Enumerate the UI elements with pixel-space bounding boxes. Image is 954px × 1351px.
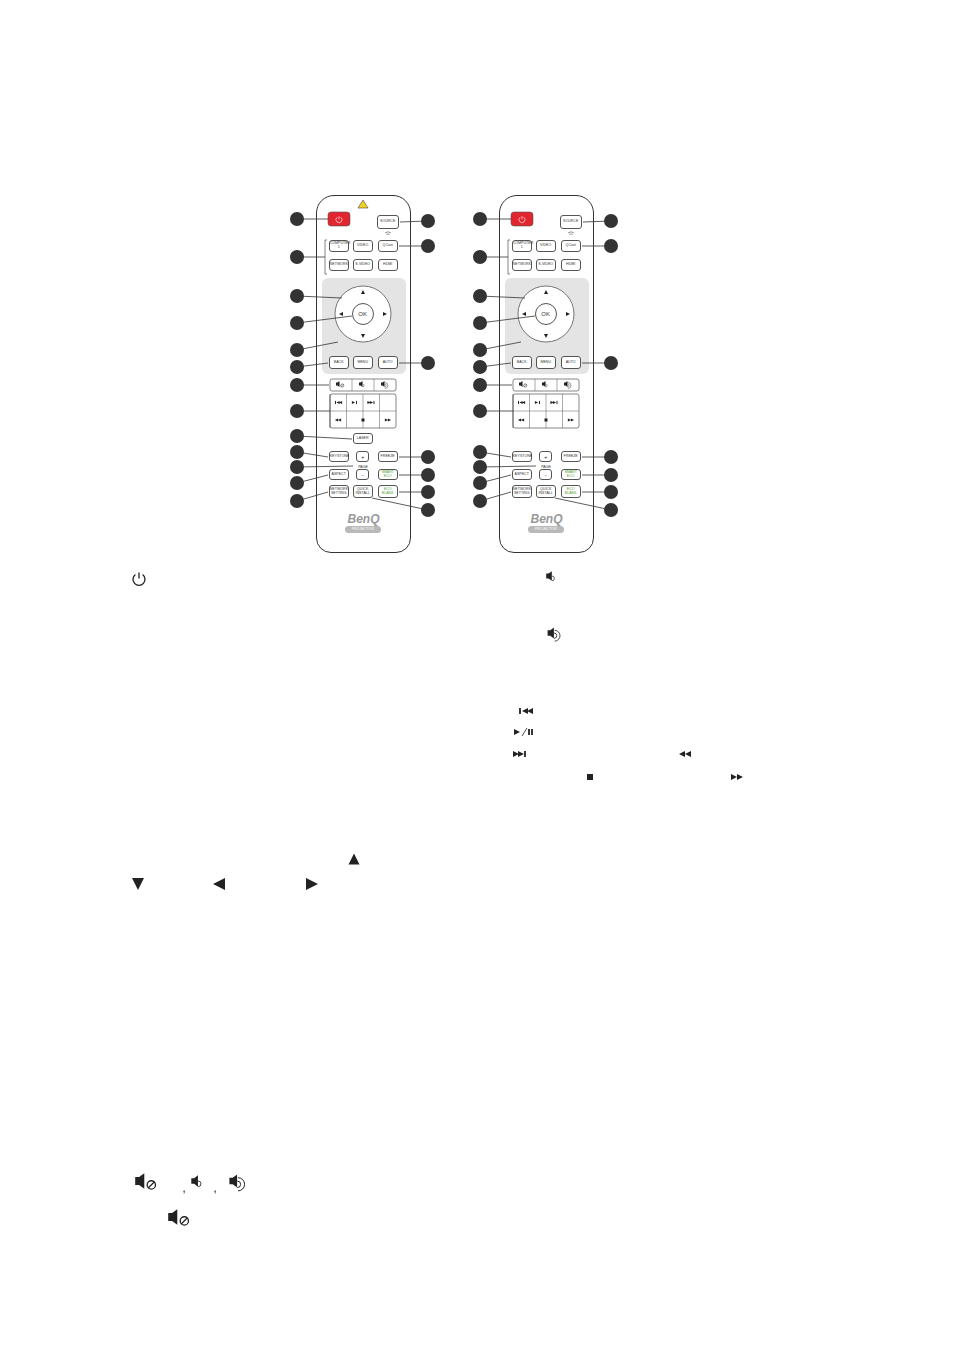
remote-button: FREEZE bbox=[378, 451, 398, 462]
button-label: VIDEO bbox=[540, 244, 551, 248]
button-label: LASER bbox=[357, 437, 369, 441]
button-label: PROJECTOR bbox=[535, 528, 557, 532]
remote-button: PROJECTOR bbox=[345, 526, 381, 533]
remote-button: SOURCE bbox=[560, 215, 582, 229]
button-label: MENU bbox=[540, 361, 551, 365]
button-label: ASPECT bbox=[514, 473, 528, 477]
button-label: NETWORK bbox=[513, 263, 531, 267]
remote-button: MENU bbox=[536, 356, 556, 369]
button-label: MENU bbox=[357, 361, 368, 365]
button-label: NETWORK SETTING bbox=[330, 488, 348, 496]
button-label: HDMI bbox=[383, 263, 392, 267]
remote-button: NETWORK SETTING bbox=[512, 485, 532, 498]
remote-button: QCast bbox=[378, 240, 398, 252]
remote-button: FREEZE bbox=[561, 451, 581, 462]
button-caption: PAGE bbox=[358, 465, 368, 469]
button-label: NETWORK bbox=[330, 263, 348, 267]
button-label: KEYSTONE bbox=[330, 455, 348, 459]
button-label: PROJECTOR bbox=[352, 528, 374, 532]
button-label: HDMI bbox=[566, 263, 575, 267]
button-label: - bbox=[362, 472, 364, 478]
remote-button: HDMI bbox=[378, 259, 398, 271]
button-label: ECO BLANK bbox=[379, 488, 397, 496]
remote-button: QUICK INSTALL bbox=[536, 485, 556, 498]
brand-logo: BenQ bbox=[500, 512, 593, 526]
button-label: SMART ECO bbox=[379, 471, 397, 479]
remote-button: - bbox=[539, 469, 552, 480]
button-label: OK bbox=[358, 311, 367, 317]
button-label: + bbox=[544, 454, 548, 460]
button-label: AUTO bbox=[566, 361, 576, 365]
remote-button: AUTO bbox=[378, 356, 398, 369]
button-label: S-VIDEO bbox=[355, 263, 370, 267]
button-label: SMART ECO bbox=[562, 471, 580, 479]
remote-button: AUTO bbox=[561, 356, 581, 369]
remote-button: ASPECT bbox=[512, 469, 532, 480]
remote-button: S-VIDEO bbox=[353, 259, 373, 271]
button-label: ASPECT bbox=[331, 473, 345, 477]
button-label: SOURCE bbox=[380, 220, 395, 224]
remote-button: - bbox=[356, 469, 369, 480]
button-label: + bbox=[361, 454, 365, 460]
remote-button: VIDEO bbox=[536, 240, 556, 252]
remote-body: BenQ SOURCE COMPUTER 1 VIDEO QCastNETWORK S-V… bbox=[499, 195, 594, 553]
remote-button: OK bbox=[535, 303, 557, 325]
button-label: OK bbox=[541, 311, 550, 317]
button-label: QCast bbox=[566, 244, 576, 248]
remote-button: KEYSTONE bbox=[512, 451, 532, 462]
separator: , bbox=[213, 1180, 217, 1195]
remote-button: BACK bbox=[512, 356, 532, 369]
remote-button: ASPECT bbox=[329, 469, 349, 480]
button-label: QUICK INSTALL bbox=[354, 488, 372, 496]
button-label: KEYSTONE bbox=[513, 455, 531, 459]
remote-button: HDMI bbox=[561, 259, 581, 271]
remote-button: QUICK INSTALL bbox=[353, 485, 373, 498]
remote-button: COMPUTER 1 bbox=[512, 240, 532, 252]
remote-body: BenQ SOURCE COMPUTER 1 VIDEO QCastNETWORK S-V… bbox=[316, 195, 411, 553]
remote-button: LASER bbox=[353, 433, 373, 444]
remote-button: SMART ECO bbox=[561, 469, 581, 480]
remote-button: COMPUTER 1 bbox=[329, 240, 349, 252]
remote-button: VIDEO bbox=[353, 240, 373, 252]
button-label: VIDEO bbox=[357, 244, 368, 248]
remote-button: S-VIDEO bbox=[536, 259, 556, 271]
separator: , bbox=[182, 1180, 186, 1195]
remote-button: BACK bbox=[329, 356, 349, 369]
remote-button: NETWORK bbox=[512, 259, 532, 271]
remote-button: PROJECTOR bbox=[528, 526, 564, 533]
button-label: FREEZE bbox=[564, 455, 578, 459]
remote-button: SMART ECO bbox=[378, 469, 398, 480]
remote-button: + bbox=[356, 451, 369, 462]
button-label: BACK bbox=[334, 361, 344, 365]
button-label: SOURCE bbox=[563, 220, 578, 224]
button-caption: PAGE bbox=[541, 465, 551, 469]
brand-logo: BenQ bbox=[317, 512, 410, 526]
button-label: S-VIDEO bbox=[538, 263, 553, 267]
remote-button: NETWORK SETTING bbox=[329, 485, 349, 498]
remote-button: QCast bbox=[561, 240, 581, 252]
button-label: QCast bbox=[383, 244, 393, 248]
remote-button: ECO BLANK bbox=[378, 485, 398, 498]
button-label: ECO BLANK bbox=[562, 488, 580, 496]
button-label: AUTO bbox=[383, 361, 393, 365]
button-label: NETWORK SETTING bbox=[513, 488, 531, 496]
remote-button: ECO BLANK bbox=[561, 485, 581, 498]
button-label: COMPUTER 1 bbox=[513, 242, 531, 250]
remote-button: + bbox=[539, 451, 552, 462]
button-label: QUICK INSTALL bbox=[537, 488, 555, 496]
remote-button: NETWORK bbox=[329, 259, 349, 271]
remote-button: SOURCE bbox=[377, 215, 399, 229]
button-label: FREEZE bbox=[381, 455, 395, 459]
button-label: - bbox=[545, 472, 547, 478]
remote-button: MENU bbox=[353, 356, 373, 369]
remote-button: KEYSTONE bbox=[329, 451, 349, 462]
button-label: BACK bbox=[517, 361, 527, 365]
remote-button: OK bbox=[352, 303, 374, 325]
button-label: COMPUTER 1 bbox=[330, 242, 348, 250]
